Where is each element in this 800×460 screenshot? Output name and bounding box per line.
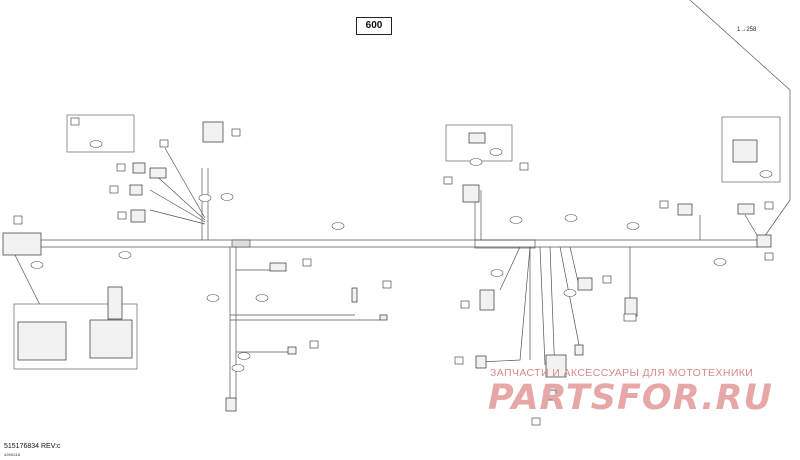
center-branch	[229, 247, 237, 400]
callout-tag	[13, 215, 23, 225]
reference-code: 1→258	[737, 27, 757, 33]
upper-left-branch	[201, 168, 209, 240]
frame-line	[689, 0, 791, 241]
watermark-logo: PARTSFOR.RU	[488, 378, 773, 418]
splice-box	[474, 239, 536, 249]
sub-code-label: 42M1118	[4, 452, 21, 457]
watermark-tagline: ЗАПЧАСТИ И АКСЕССУАРЫ ДЛЯ МОТОТЕХНИКИ	[490, 367, 754, 379]
left-branch	[14, 254, 41, 306]
part-number-label: 515176834 REV:c	[4, 443, 61, 450]
connector-relay-block	[202, 121, 224, 143]
splice-marker	[231, 239, 251, 248]
connector-left-housing	[2, 232, 42, 256]
ref-bubble	[220, 193, 234, 201]
reference-number-box: 600	[356, 17, 392, 35]
main-harness-trunk	[40, 239, 758, 248]
